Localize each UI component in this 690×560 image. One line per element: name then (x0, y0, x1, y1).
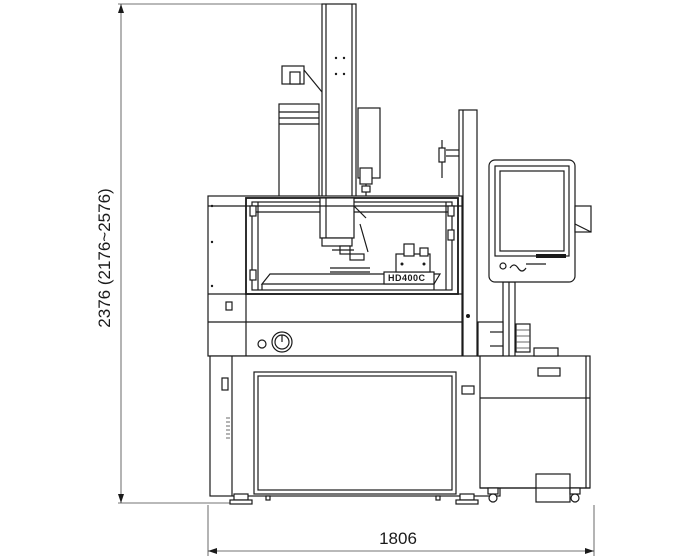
reservoir-unit (479, 347, 591, 503)
height-dimension-label: 2376 (2176~2576) (95, 188, 114, 327)
work-table: HD400C (260, 243, 442, 290)
height-dimension: 2376 (2176~2576) (95, 3, 322, 504)
display-monitor-icon (488, 159, 592, 283)
width-dimension: 1806 (207, 505, 595, 556)
gauge-icon (257, 331, 293, 353)
electrode-head (319, 197, 369, 261)
spindle-head-icon (357, 107, 381, 196)
base-cabinet (209, 355, 501, 497)
column-tower (321, 3, 357, 199)
model-marking: HD400C (388, 273, 426, 283)
servo-motor-housing (278, 65, 323, 199)
caster-wheel-icon (487, 487, 581, 503)
width-dimension-label: 1806 (379, 529, 417, 548)
leveling-feet (229, 493, 479, 505)
